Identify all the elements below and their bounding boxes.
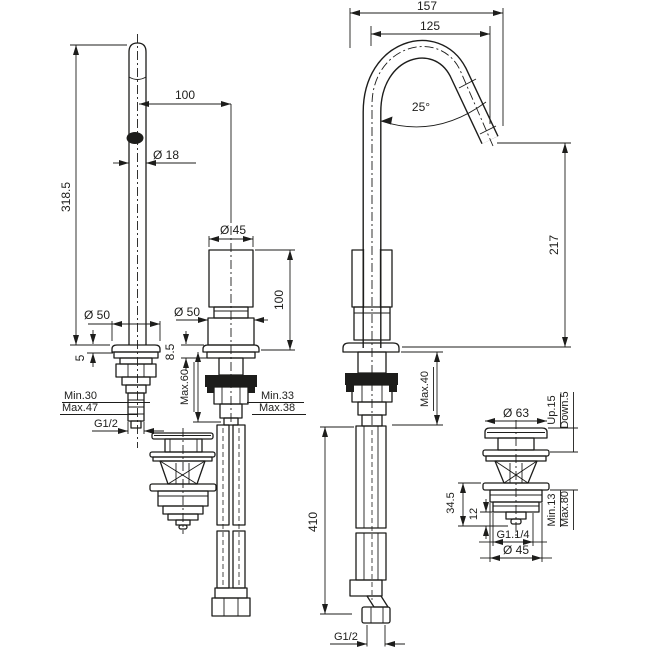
dim-drain-body-height: 34.5 — [445, 492, 457, 513]
dim-handle-deck-max: Max.38 — [259, 402, 295, 414]
base-flange — [111, 344, 161, 353]
dim-spout-angle: 25° — [412, 100, 430, 114]
dim-deck-thickness-max: Max.40 — [419, 371, 431, 407]
handle-flange — [202, 344, 260, 353]
dim-overall-width: 157 — [417, 0, 437, 13]
handle-view — [202, 226, 260, 617]
dim-drain-deck-min: Min.13 — [546, 493, 558, 526]
dim-deck-max: Max.47 — [62, 402, 98, 414]
lever-knob — [126, 132, 144, 144]
dim-thread: G1/2 — [94, 418, 118, 430]
dim-travel-up: Up.15 — [546, 395, 558, 424]
dim-hose-length: 410 — [306, 512, 320, 532]
dim-cap-diameter: Ø 63 — [503, 406, 529, 420]
dim-hose-thread: G1/2 — [334, 631, 358, 643]
dim-spout-height: 318.5 — [59, 182, 73, 212]
spout-side-view — [111, 34, 161, 448]
dim-base-diameter: Ø 50 — [84, 308, 110, 322]
popup-drain-front-view — [482, 420, 550, 538]
deck-flange — [342, 342, 400, 353]
dim-outlet-height: 217 — [547, 235, 561, 255]
popup-drain-side-view — [149, 428, 217, 534]
popup-drain-dimensions: Ø 63 Up.15 Down.5 Min.13 Max.80 34.5 12 … — [445, 391, 578, 562]
dim-handle-flange-height: 8.5 — [163, 343, 177, 360]
dim-spout-diameter: Ø 18 — [153, 148, 179, 162]
dim-flange-height: 5 — [73, 354, 87, 361]
dim-handle-top-diameter: Ø 45 — [220, 223, 246, 237]
dim-spout-reach: 125 — [420, 19, 440, 33]
dim-handle-height: 100 — [272, 290, 286, 310]
faucet-front-view — [342, 39, 499, 624]
dim-handle-deck-min: Min.33 — [261, 390, 294, 402]
dim-drain-deck-max: Max.80 — [559, 491, 571, 527]
dim-drain-tail-height: 12 — [468, 508, 480, 520]
dim-center-offset: 100 — [175, 88, 195, 102]
supply-hose — [349, 425, 391, 624]
spout-side-dimensions: 318.5 100 Ø 18 Ø 50 5 Min.30 Max.47 G1/2 — [59, 44, 232, 434]
drain-cap — [484, 427, 548, 439]
dim-handle-base-diameter: Ø 50 — [174, 305, 200, 319]
faucet-front-dimensions: 157 125 25° 217 Max.40 410 G1/2 — [306, 0, 571, 647]
mounting-nut — [115, 363, 157, 378]
dim-drain-thread: G1.1/4 — [496, 529, 529, 541]
handle-dimensions: Ø 45 100 Ø 50 8.5 Max.60 Min.33 Max.38 — [163, 223, 306, 423]
dim-deck-min: Min.30 — [64, 390, 97, 402]
supply-hoses — [211, 424, 251, 617]
dim-drain-nut-diameter: Ø 45 — [503, 543, 529, 557]
dim-travel-down: Down.5 — [559, 391, 571, 428]
dim-handle-depth-max: Max.60 — [179, 369, 191, 405]
